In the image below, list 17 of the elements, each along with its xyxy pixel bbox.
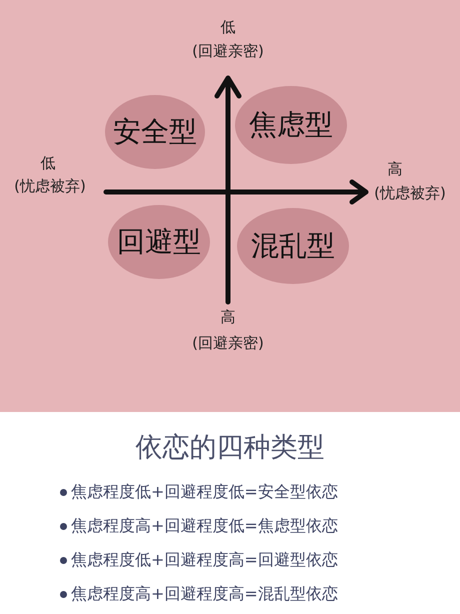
axis-label: 低 xyxy=(40,153,56,174)
axis-label: (回避亲密) xyxy=(191,41,265,62)
quadrant-name: 安全型 xyxy=(113,114,197,150)
axis-label: (忧虑被弃) xyxy=(13,176,87,197)
axis-label: 高 xyxy=(386,159,404,180)
quadrant-name: 混乱型 xyxy=(251,228,335,264)
axis-label: (忧虑被弃) xyxy=(373,183,447,204)
quadrant-name: 焦虑型 xyxy=(249,107,333,143)
quadrant-name: 回避型 xyxy=(117,224,201,260)
title: 依恋的四种类型 xyxy=(134,431,326,465)
bullet-text: 焦虑程度高+回避程度高=混乱型依恋 xyxy=(71,583,338,605)
axis-label: 低 xyxy=(220,17,236,38)
bullet-text: 焦虑程度低+回避程度高=回避型依恋 xyxy=(71,549,338,571)
axis-label: (回避亲密) xyxy=(191,333,265,354)
axis-label: 高 xyxy=(220,307,236,328)
bullet-text: 焦虑程度高+回避程度低=焦虑型依恋 xyxy=(71,515,338,537)
bullet-text: 焦虑程度低+回避程度低=安全型依恋 xyxy=(71,481,338,503)
